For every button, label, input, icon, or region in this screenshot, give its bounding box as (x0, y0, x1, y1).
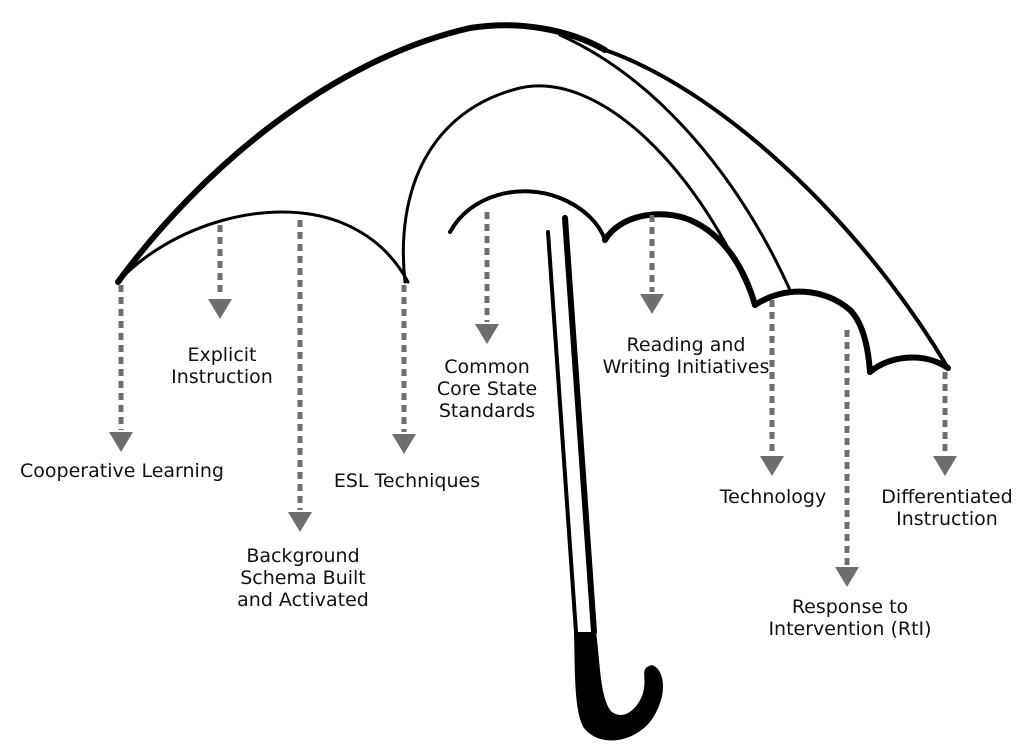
arrow-differentiated-instruction (933, 372, 957, 476)
canopy-scallop-1 (116, 210, 410, 284)
label-line: Instruction (896, 508, 998, 530)
label-cooperative-learning: Cooperative Learning (4, 460, 240, 482)
label-line: Differentiated (881, 486, 1013, 508)
canopy-scallop-5 (867, 354, 951, 375)
arrow-common-core (475, 212, 499, 344)
canopy-scallop-3 (602, 211, 758, 308)
label-line: Technology (719, 486, 827, 508)
label-line: and Activated (237, 589, 369, 611)
label-line: Common (444, 356, 530, 378)
label-response-to-intervention: Response to Intervention (RtI) (762, 596, 938, 640)
arrow-cooperative-learning (109, 285, 133, 452)
label-esl-techniques: ESL Techniques (326, 470, 488, 492)
label-line: Core State (436, 378, 538, 400)
label-line: Cooperative Learning (20, 460, 224, 482)
shaft-right-edge (562, 215, 597, 635)
canopy-inner-rib (558, 33, 792, 292)
canopy-outer-edge (115, 22, 608, 285)
arrows (109, 212, 957, 587)
umbrella-shaft (546, 215, 663, 741)
label-line: Schema Built (240, 567, 366, 589)
arrow-technology (760, 300, 784, 476)
label-line: ESL Techniques (333, 470, 481, 492)
label-line: Standards (438, 400, 536, 422)
umbrella-canopy (115, 22, 951, 375)
label-differentiated-instruction: Differentiated Instruction (874, 486, 1020, 530)
canopy-scallop-4 (752, 288, 873, 375)
label-background-schema: Background Schema Built and Activated (228, 545, 378, 611)
arrow-reading-writing (640, 215, 664, 314)
label-explicit-instruction: Explicit Instruction (150, 344, 294, 388)
label-technology: Technology (710, 486, 836, 508)
arrow-background-schema (288, 220, 312, 532)
canopy-right-ridge (603, 48, 950, 370)
label-line: Explicit (187, 344, 257, 366)
arrow-response-to-intervention (835, 330, 859, 587)
arrow-explicit-instruction (208, 225, 232, 319)
label-line: Instruction (171, 366, 273, 388)
canopy-center-fold (401, 84, 757, 307)
umbrella-handle (574, 632, 663, 741)
label-line: Intervention (RtI) (768, 618, 932, 640)
canopy-scallop-2 (448, 189, 607, 242)
arrow-esl-techniques (392, 285, 416, 454)
label-line: Background (246, 545, 360, 567)
label-line: Response to (791, 596, 909, 618)
label-common-core: Common Core State Standards (432, 356, 542, 422)
label-reading-writing: Reading and Writing Initiatives (598, 334, 774, 378)
label-line: Writing Initiatives (602, 356, 770, 378)
label-line: Reading and (626, 334, 746, 356)
shaft-left-edge (546, 230, 578, 634)
